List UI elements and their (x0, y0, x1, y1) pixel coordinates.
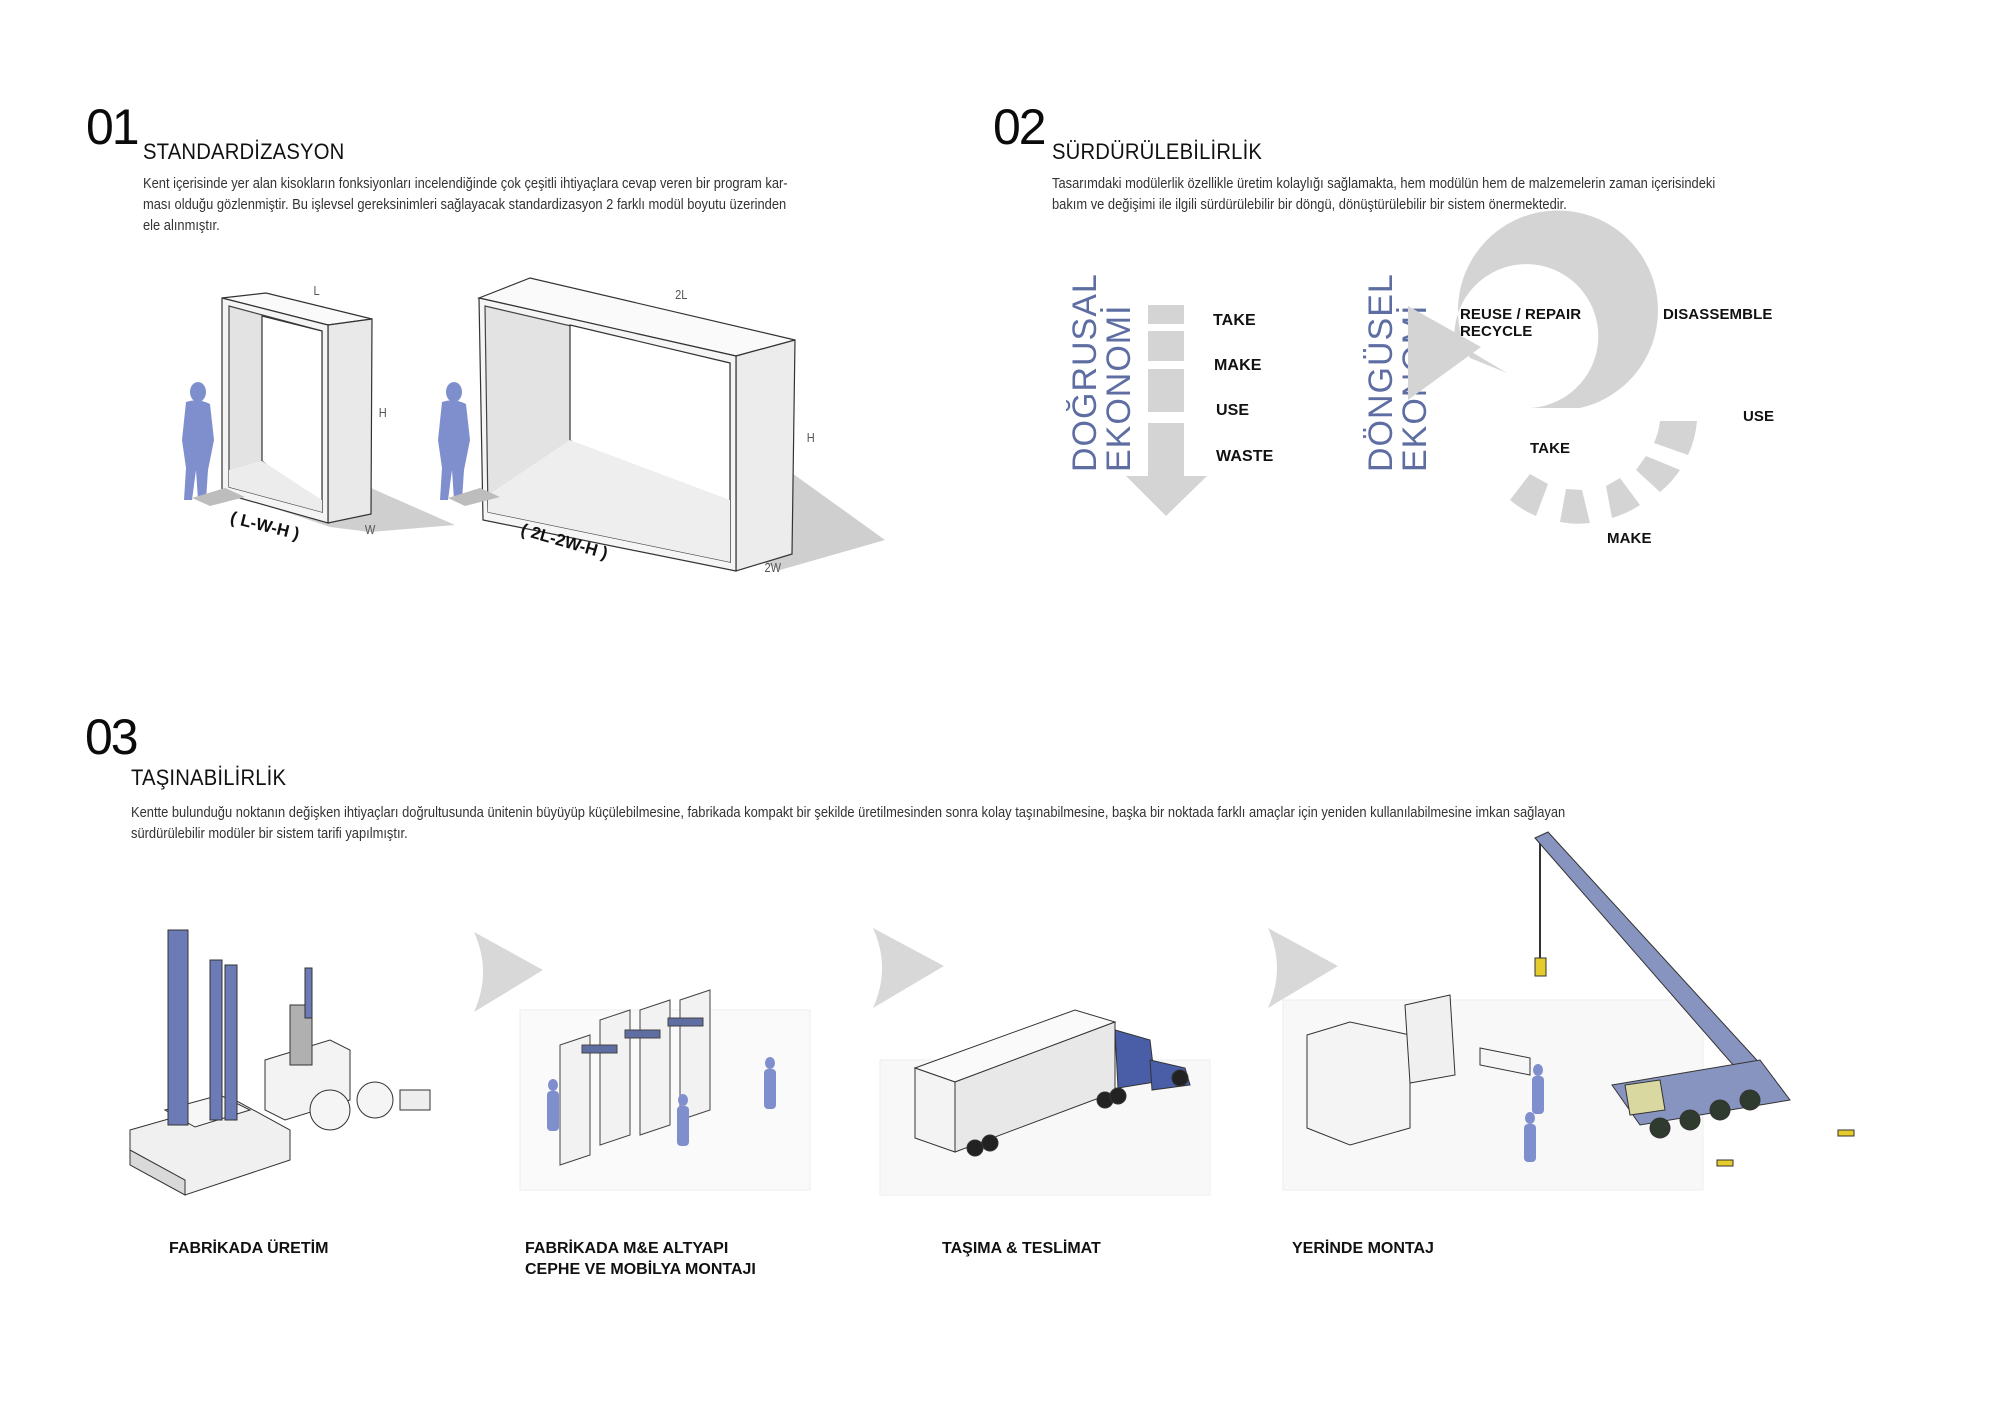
human-figure (438, 382, 470, 500)
dimension-label-width: W (364, 522, 376, 537)
worker-figures (1524, 1064, 1544, 1162)
arrow-segment-use (1148, 369, 1184, 412)
crane-site-illustration (1282, 831, 1855, 1191)
section-title: TAŞINABİLİRLİK (131, 765, 287, 790)
linear-step-label: WASTE (1216, 448, 1274, 465)
linear-step-label: USE (1216, 402, 1250, 419)
small-module (221, 292, 373, 524)
dimension-label-height: H (806, 430, 815, 445)
cycle-label-disassemble: DISASSEMBLE (1663, 306, 1773, 323)
section-paragraph: Tasarımdaki modülerlik özellikle üretim … (1052, 173, 1912, 215)
label-line: CEPHE VE MOBİLYA MONTAJI (525, 1261, 756, 1278)
step-label-onsite-assembly: YERİNDE MONTAJ (1292, 1238, 1434, 1259)
label-line: REUSE / REPAIR (1460, 306, 1582, 323)
module-frames-illustration (519, 989, 811, 1191)
dimension-label-width: 2W (764, 560, 782, 575)
cycle-label-make: MAKE (1607, 530, 1652, 547)
paragraph-line: ele alınmıştır. (143, 217, 220, 234)
label-line: FABRİKADA M&E ALTYAPI (525, 1240, 729, 1257)
section-title: SÜRDÜRÜLEBİLİRLİK (1052, 139, 1263, 164)
step-label-me-assembly: FABRİKADA M&E ALTYAPI CEPHE VE MOBİLYA M… (525, 1238, 756, 1280)
semi-truck-illustration (879, 1009, 1211, 1196)
cycle-arc-main (1428, 210, 1658, 408)
paragraph-line: Tasarımdaki modülerlik özellikle üretim … (1052, 175, 1716, 192)
section-paragraph: Kentte bulunduğu noktanın değişken ihtiy… (131, 802, 1937, 844)
arrow-segment-take (1148, 305, 1184, 324)
step-label-factory-production: FABRİKADA ÜRETİM (169, 1238, 328, 1259)
human-figure (182, 382, 214, 500)
label-line: TAŞIMA & TESLİMAT (942, 1240, 1101, 1257)
paragraph-line: Kent içerisinde yer alan kisokların fonk… (143, 175, 788, 192)
dimension-label-height: H (378, 405, 387, 420)
arrow-segment-make (1148, 331, 1184, 361)
paragraph-line: Kentte bulunduğu noktanın değişken ihtiy… (131, 804, 1566, 821)
cycle-segment (1654, 421, 1697, 455)
large-module (476, 277, 796, 572)
factory-illustration (129, 929, 431, 1196)
arrow-segment-waste (1126, 423, 1207, 516)
step-arrow-icon (1268, 928, 1338, 1008)
dimension-label-length: L (313, 283, 320, 298)
cycle-label-reuse: REUSE / REPAIR RECYCLE (1460, 306, 1581, 340)
linear-step-label: TAKE (1213, 312, 1256, 329)
step-arrow-icon (474, 932, 543, 1012)
linear-step-label: MAKE (1214, 357, 1262, 374)
cycle-label-take: TAKE (1530, 440, 1571, 457)
step-label-transport: TAŞIMA & TESLİMAT (942, 1238, 1101, 1259)
cycle-arrowhead (1408, 306, 1481, 400)
cycle-label-use: USE (1743, 408, 1775, 425)
label-line: FABRİKADA ÜRETİM (169, 1240, 329, 1257)
worker-figures (547, 1057, 776, 1146)
section-title: STANDARDİZASYON (143, 139, 345, 164)
section-paragraph: Kent içerisinde yer alan kisokların fonk… (143, 173, 1003, 236)
section-number: 02 (993, 99, 1047, 155)
paragraph-line: bakım ve değişimi ile ilgili sürdürülebi… (1052, 196, 1567, 213)
section-number: 03 (85, 709, 139, 765)
section-number: 01 (86, 99, 140, 155)
label-line: YERİNDE MONTAJ (1292, 1240, 1434, 1257)
cycle-segment (1606, 478, 1640, 518)
paragraph-line: sürdürülebilir modüler bir sistem tarifi… (131, 825, 408, 842)
cycle-segment (1560, 489, 1590, 524)
paragraph-line: ması olduğu gözlenmiştir. Bu işlevsel ge… (143, 196, 787, 213)
cycle-segment (1510, 474, 1548, 516)
cycle-segment (1636, 456, 1680, 492)
step-arrow-icon (873, 928, 944, 1008)
dimension-label-length: 2L (675, 287, 688, 302)
label-line: RECYCLE (1460, 323, 1533, 340)
